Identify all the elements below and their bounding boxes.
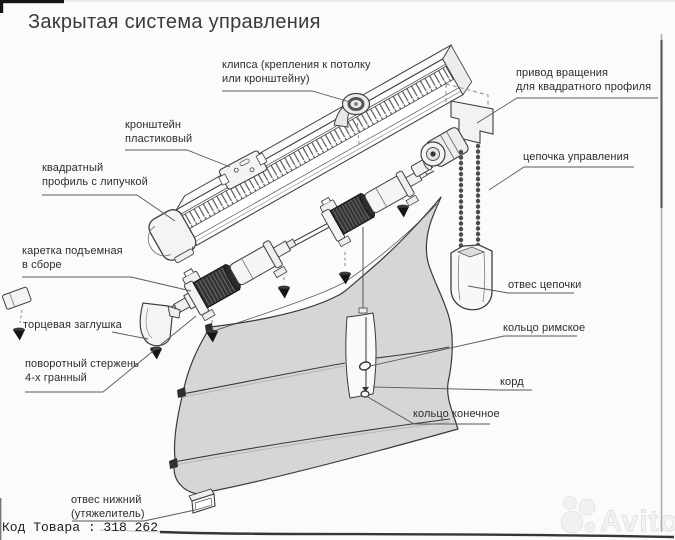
- fold-line-1: [181, 362, 346, 395]
- leader-lines: [22, 90, 658, 522]
- end-cap: [139, 302, 181, 360]
- label-square-profile: квадратный профиль с липучкой: [42, 162, 148, 188]
- bottom-weight-bar: [188, 488, 216, 514]
- label-clip: клипса (крепления к потолку или кронштей…: [222, 59, 371, 85]
- label-carriage: каретка подъемная в сборе: [22, 245, 123, 271]
- scan-edges: [0, 34, 675, 540]
- plastic-bracket: [218, 150, 268, 190]
- page-title: Закрытая система управления: [28, 11, 321, 33]
- chain-drive-unit: [420, 83, 494, 167]
- avito-watermark: Avito: [560, 496, 675, 538]
- avito-watermark-text: Avito: [600, 505, 675, 538]
- left-fitting: [2, 286, 32, 341]
- label-bracket: кронштейн пластиковый: [125, 119, 193, 145]
- lift-carriage-left: [177, 217, 307, 343]
- product-code: Код Товара : 318 262: [2, 520, 159, 535]
- label-chain-weight: отвес цепочки: [508, 279, 582, 291]
- ceiling-clip: [333, 92, 371, 145]
- end-ring: [360, 390, 370, 398]
- label-control-chain: цепочка управления: [523, 151, 629, 163]
- fabric-slit: [345, 312, 377, 399]
- lift-carriage-right: [315, 149, 438, 285]
- label-drive: привод вращения для квадратного профиля: [516, 67, 652, 93]
- scan-edges-top: [0, 0, 675, 13]
- label-end-cap: торцевая заглушка: [23, 319, 122, 331]
- chain-weight: [450, 244, 493, 311]
- label-bottom-weight: отвес нижний (утяжелитель): [71, 494, 145, 520]
- fabric-panel: [169, 196, 459, 495]
- label-cord: корд: [500, 376, 524, 388]
- label-roman-ring: кольцо римское: [503, 322, 586, 334]
- roman-ring: [358, 361, 372, 371]
- control-chain: [458, 143, 481, 261]
- label-end-ring: кольцо конечное: [413, 408, 500, 420]
- label-rod: поворотный стержень 4-х гранный: [25, 358, 139, 384]
